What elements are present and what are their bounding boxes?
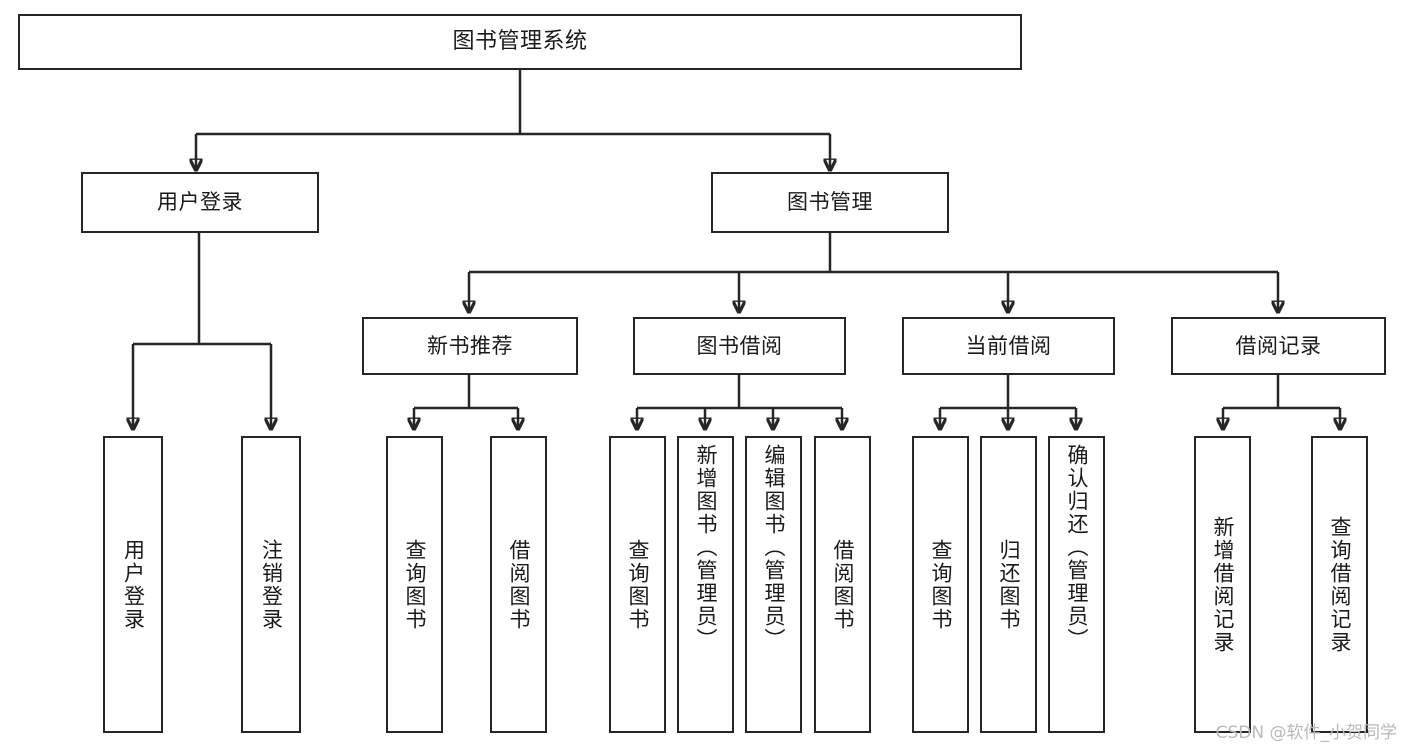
node-leaf-edit-book-label: 编辑图书（管理员） bbox=[762, 444, 786, 651]
node-current-borrow-label: 当前借阅 bbox=[965, 333, 1052, 358]
node-current-borrow[interactable]: 当前借阅 bbox=[902, 317, 1115, 375]
node-leaf-query-book-1[interactable]: 查询图书 bbox=[386, 436, 443, 733]
node-leaf-borrow-book-1-label: 借阅图书 bbox=[507, 538, 531, 631]
node-book-borrow[interactable]: 图书借阅 bbox=[633, 317, 846, 375]
node-borrow-record[interactable]: 借阅记录 bbox=[1171, 317, 1386, 375]
node-leaf-add-book-label: 新增图书（管理员） bbox=[694, 444, 718, 651]
node-root-label: 图书管理系统 bbox=[452, 29, 588, 55]
node-leaf-query-book-2[interactable]: 查询图书 bbox=[609, 436, 666, 733]
node-leaf-query-book-3[interactable]: 查询图书 bbox=[912, 436, 969, 733]
node-book-manage[interactable]: 图书管理 bbox=[711, 172, 949, 233]
node-leaf-query-book-1-label: 查询图书 bbox=[403, 538, 427, 631]
node-leaf-add-record-label: 新增借阅记录 bbox=[1211, 515, 1235, 654]
node-leaf-edit-book[interactable]: 编辑图书（管理员） bbox=[745, 436, 802, 733]
node-leaf-borrow-book-2-label: 借阅图书 bbox=[831, 538, 855, 631]
node-leaf-confirm-return-label: 确认归还（管理员） bbox=[1065, 444, 1089, 651]
watermark-text: CSDN @软件_小贺同学 bbox=[1215, 723, 1397, 743]
node-book-manage-label: 图书管理 bbox=[787, 190, 873, 215]
node-user-login-label: 用户登录 bbox=[157, 190, 243, 215]
node-leaf-user-login[interactable]: 用户登录 bbox=[103, 436, 163, 733]
node-leaf-query-book-2-label: 查询图书 bbox=[626, 538, 650, 631]
node-leaf-query-record[interactable]: 查询借阅记录 bbox=[1311, 436, 1368, 733]
node-leaf-user-logout[interactable]: 注销登录 bbox=[241, 436, 301, 733]
node-leaf-add-book[interactable]: 新增图书（管理员） bbox=[677, 436, 734, 733]
node-leaf-user-login-label: 用户登录 bbox=[121, 538, 146, 631]
node-book-borrow-label: 图书借阅 bbox=[696, 333, 783, 358]
node-root[interactable]: 图书管理系统 bbox=[18, 14, 1022, 70]
node-leaf-user-logout-label: 注销登录 bbox=[259, 538, 284, 631]
node-new-book-recommend[interactable]: 新书推荐 bbox=[362, 317, 578, 375]
node-leaf-query-record-label: 查询借阅记录 bbox=[1328, 515, 1352, 654]
node-borrow-record-label: 借阅记录 bbox=[1235, 333, 1322, 358]
node-leaf-confirm-return[interactable]: 确认归还（管理员） bbox=[1048, 436, 1105, 733]
node-user-login[interactable]: 用户登录 bbox=[81, 172, 319, 233]
node-leaf-return-book[interactable]: 归还图书 bbox=[980, 436, 1037, 733]
node-leaf-borrow-book-1[interactable]: 借阅图书 bbox=[490, 436, 547, 733]
node-leaf-borrow-book-2[interactable]: 借阅图书 bbox=[814, 436, 871, 733]
node-leaf-add-record[interactable]: 新增借阅记录 bbox=[1194, 436, 1251, 733]
node-leaf-query-book-3-label: 查询图书 bbox=[929, 538, 953, 631]
node-new-book-recommend-label: 新书推荐 bbox=[427, 333, 513, 358]
node-leaf-return-book-label: 归还图书 bbox=[997, 538, 1021, 631]
